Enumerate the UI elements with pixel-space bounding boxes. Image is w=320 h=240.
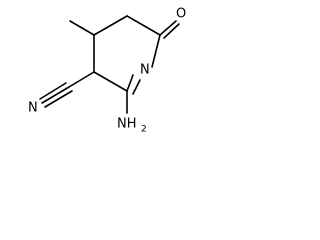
bond-nitrile-triple-b	[39, 82, 67, 100]
molecule-structure-diagram: O N N NH 2	[28, 7, 186, 135]
amino-group-label: NH	[117, 117, 137, 132]
bond-nitrile-triple-c	[44, 90, 73, 108]
ring-nitrogen-label: N	[140, 63, 150, 78]
bond-carbonyl-double-a	[159, 20, 177, 36]
bond-nitrile-triple-a	[41, 86, 70, 104]
bond-ring-nitrogen-amidine-carbon	[126, 74, 134, 92]
nitrile-nitrogen-label: N	[28, 101, 38, 116]
bond-amidine-carbon-ch-nitrile	[93, 71, 128, 92]
bond-carbonyl-double-b	[163, 23, 180, 39]
oxygen-label: O	[176, 7, 186, 22]
bond-ring-ch2-carbonyl-carbon	[126, 15, 161, 36]
bond-ch-methyl-ring	[93, 15, 128, 36]
amino-subscript-label: 2	[141, 125, 147, 135]
bond-ch-to-nitrile-carbon	[68, 71, 95, 88]
bond-carbonyl-carbon-ring-nitrogen	[151, 34, 161, 68]
bond-methyl	[69, 20, 95, 36]
bond-ring-nitrogen-amidine-carbon-double	[132, 79, 141, 95]
